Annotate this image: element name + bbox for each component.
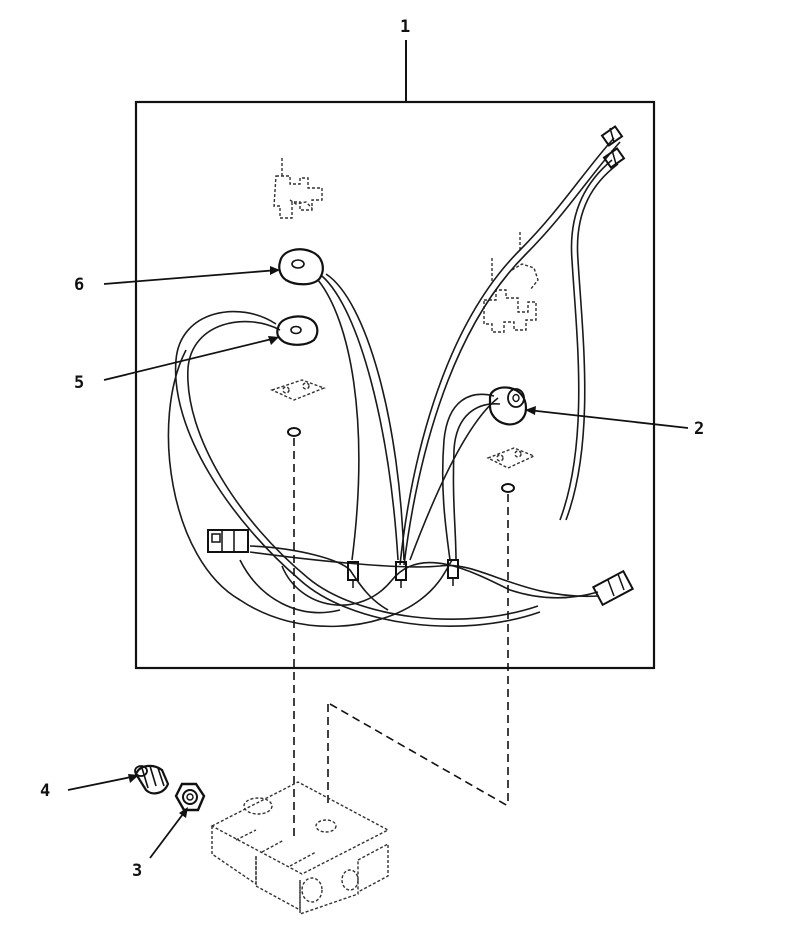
kit-frame	[134, 100, 656, 670]
ring-terminal-5	[276, 315, 319, 346]
bracket-right	[483, 232, 539, 333]
callout-3-label: 3	[132, 861, 142, 881]
gasket-right	[486, 447, 536, 469]
callout-1-label: 1	[400, 17, 410, 37]
connector-right	[591, 569, 635, 607]
callout-6-label: 6	[74, 275, 84, 295]
gasket-left	[270, 379, 326, 401]
callout-leaders	[67, 266, 689, 859]
ring-terminal-6	[278, 248, 324, 286]
callout-5-label: 5	[74, 373, 84, 393]
connector-top-2	[602, 147, 626, 169]
fitting-4	[134, 764, 170, 795]
ring-terminal-2	[488, 386, 528, 426]
callout-2-label: 2	[694, 419, 704, 439]
plug-left	[287, 427, 301, 437]
bracket-upper-left	[273, 158, 323, 219]
callout-4-label: 4	[40, 781, 50, 801]
connector-left	[207, 529, 249, 553]
assembly-lines	[293, 438, 509, 840]
connector-top-1	[600, 125, 624, 147]
plug-right	[501, 483, 515, 493]
wiring-harness	[167, 137, 621, 628]
pin-terminals	[347, 559, 459, 588]
valve-block	[210, 781, 390, 915]
nut-3	[174, 782, 206, 812]
